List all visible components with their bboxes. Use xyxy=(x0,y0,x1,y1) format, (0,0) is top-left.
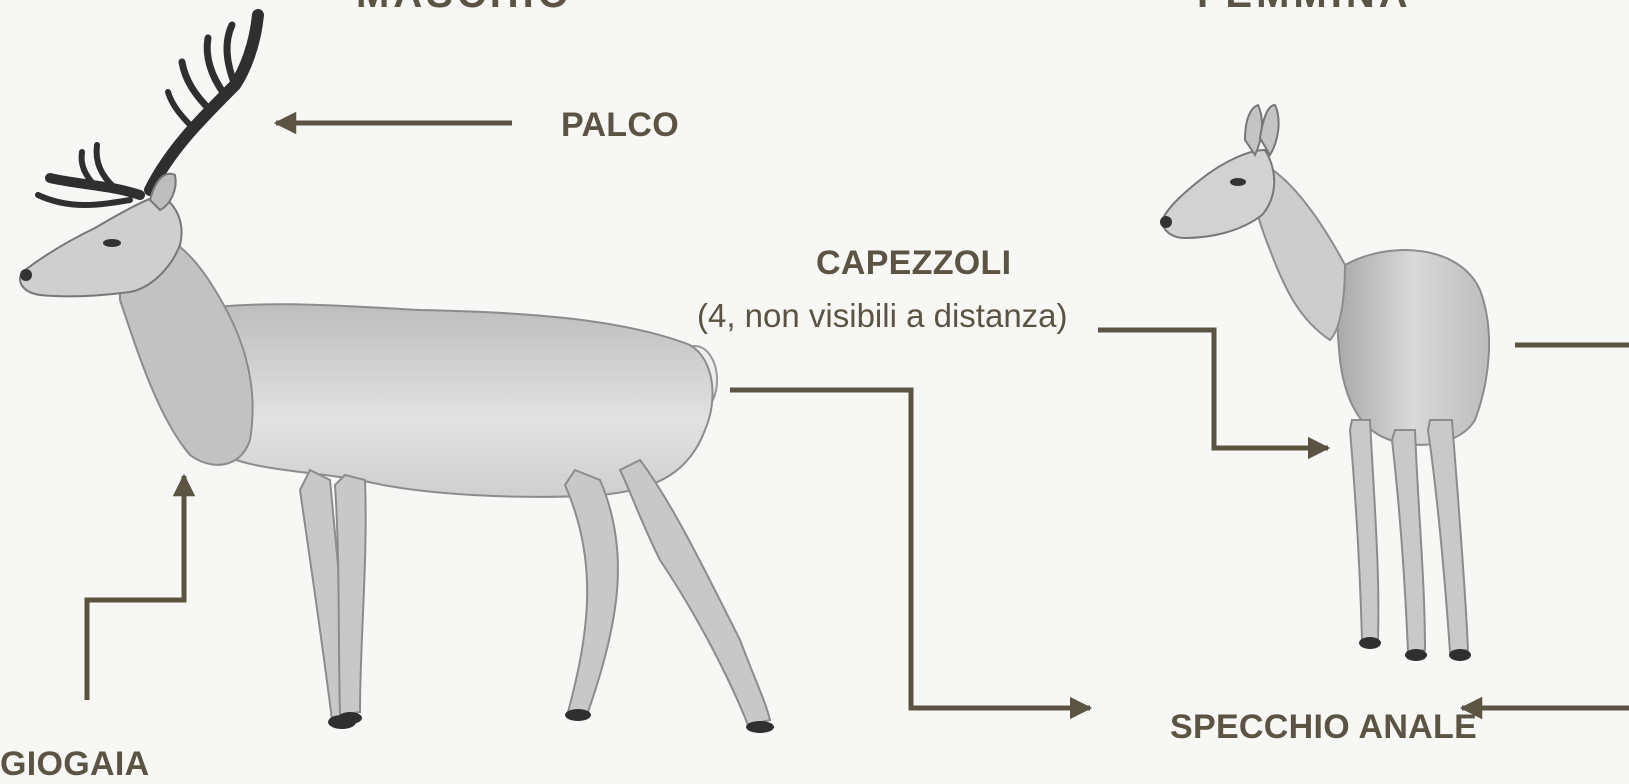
hind-illustration xyxy=(1160,105,1489,661)
stag-nose xyxy=(20,269,32,281)
hind-body xyxy=(1337,250,1489,445)
hind-eye xyxy=(1230,178,1246,186)
hind-head xyxy=(1162,150,1274,238)
hind-legs xyxy=(1350,420,1468,652)
label-giogaia: GIOGAIA xyxy=(0,745,149,784)
hind-nose xyxy=(1160,216,1172,228)
label-specchio-anale: SPECCHIO ANALE xyxy=(1170,708,1477,747)
stag-hooves xyxy=(328,709,774,733)
antler-drawing xyxy=(38,15,258,205)
hind-ear-right xyxy=(1260,105,1279,155)
arrow-giogaia xyxy=(87,476,184,700)
arrow-specchio-stag xyxy=(730,390,1090,708)
label-palco: PALCO xyxy=(561,106,679,145)
heading-female: FEMMINA xyxy=(1197,0,1412,17)
stag-legs xyxy=(300,460,770,725)
label-capezzoli-note: (4, non visibili a distanza) xyxy=(697,297,1068,335)
arrow-capezzoli xyxy=(1098,330,1328,448)
hind-ear-left xyxy=(1245,105,1262,155)
stag-eye xyxy=(103,239,121,247)
heading-male: MASCHIO xyxy=(356,0,573,17)
label-capezzoli: CAPEZZOLI xyxy=(816,244,1011,283)
